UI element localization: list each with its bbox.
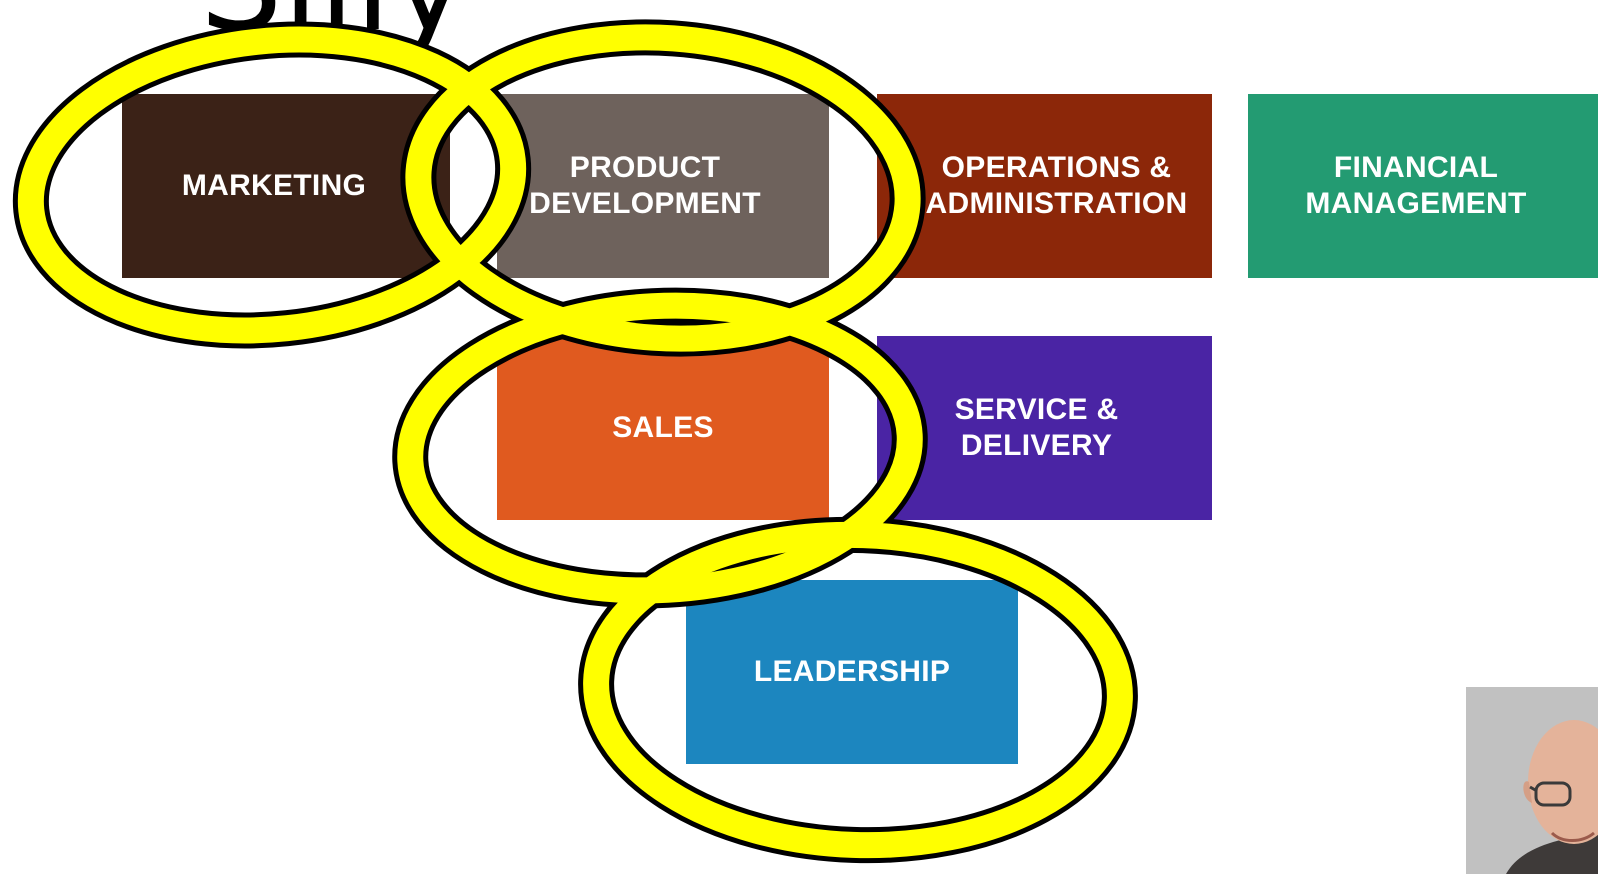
box-sales-line-1: SALES: [612, 411, 714, 444]
box-operations-line-1: OPERATIONS &: [941, 151, 1172, 184]
box-marketing-line-1: MARKETING: [181, 169, 367, 202]
box-financial-line-2: MANAGEMENT: [1305, 187, 1527, 220]
box-service-delivery: SERVICE & DELIVERY: [877, 336, 1212, 520]
slide-title: Silly: [0, 0, 1598, 70]
slide-title-text: Silly: [200, 0, 468, 60]
box-service-line-2: DELIVERY: [960, 429, 1113, 462]
box-leadership: LEADERSHIP: [686, 580, 1018, 764]
box-financial-management: FINANCIAL MANAGEMENT: [1248, 94, 1598, 278]
box-leadership-line-1: LEADERSHIP: [753, 655, 951, 688]
glasses-arm: [1529, 785, 1538, 793]
box-product-line-1: PRODUCT: [569, 151, 721, 184]
box-financial-line-1: FINANCIAL: [1333, 151, 1499, 184]
presenter-smile: [1550, 831, 1595, 842]
presenter-photo: [1466, 687, 1598, 874]
box-operations-administration: OPERATIONS & ADMINISTRATION: [877, 94, 1212, 278]
box-product-development: PRODUCT DEVELOPMENT: [497, 94, 829, 278]
box-operations-line-2: ADMINISTRATION: [925, 187, 1188, 220]
box-sales: SALES: [497, 336, 829, 520]
box-marketing: MARKETING: [122, 94, 450, 278]
presenter-ear: [1523, 781, 1532, 803]
box-product-line-2: DEVELOPMENT: [529, 187, 761, 220]
glasses-frame-left: [1534, 781, 1572, 807]
box-service-line-1: SERVICE &: [954, 393, 1119, 426]
presenter-shoulder: [1506, 835, 1598, 874]
